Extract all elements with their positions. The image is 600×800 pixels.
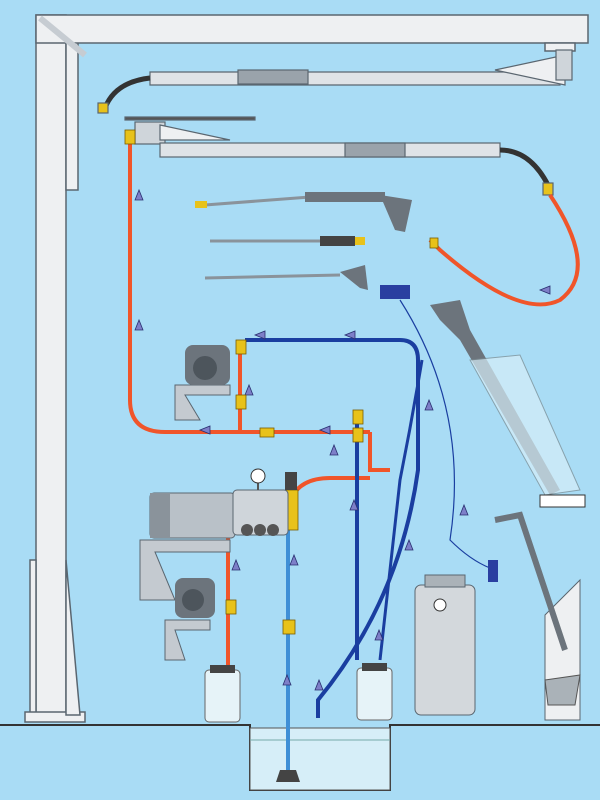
trigger-gun-in-holder [430,300,586,508]
spray-lance-1 [195,192,412,232]
upper-pump-unit [174,345,231,421]
main-motor-pump [139,468,297,601]
wash-wall [494,511,581,721]
foam-generator-tank [414,560,498,716]
fittings [124,129,439,635]
spray-lance-3 [204,265,410,299]
low-pressure-hoses [245,338,424,718]
pressure-gauge-icon [250,468,266,484]
lower-swing-arm [124,116,554,196]
foam-brush [380,285,410,299]
flow-arrows [134,188,551,691]
foam-hose [399,299,491,569]
detergent-container-left [204,665,241,723]
gantry-boom [35,14,589,58]
gantry-column [24,14,86,723]
suction-strainer [276,770,300,782]
water-pit [249,727,391,791]
gauge-icon [433,598,447,612]
lower-pump-unit [164,578,215,661]
upper-swing-arm [97,49,573,114]
spray-lance-2 [210,236,365,246]
detergent-container-right [356,663,393,721]
